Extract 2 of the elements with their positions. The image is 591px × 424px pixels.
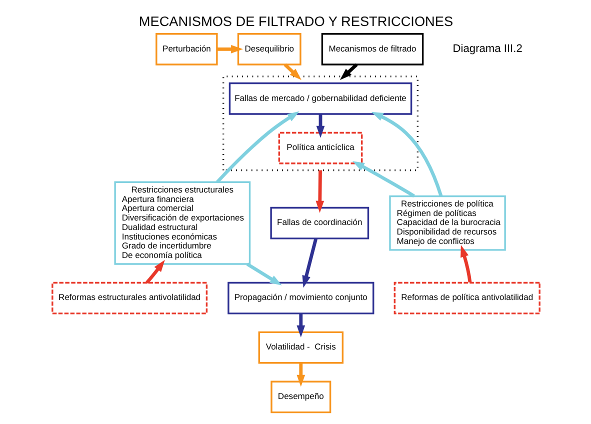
label: Diagrama III.2	[452, 43, 522, 56]
diagram-title: MECANISMOS DE FILTRADO Y RESTRICCIONES	[138, 14, 453, 29]
